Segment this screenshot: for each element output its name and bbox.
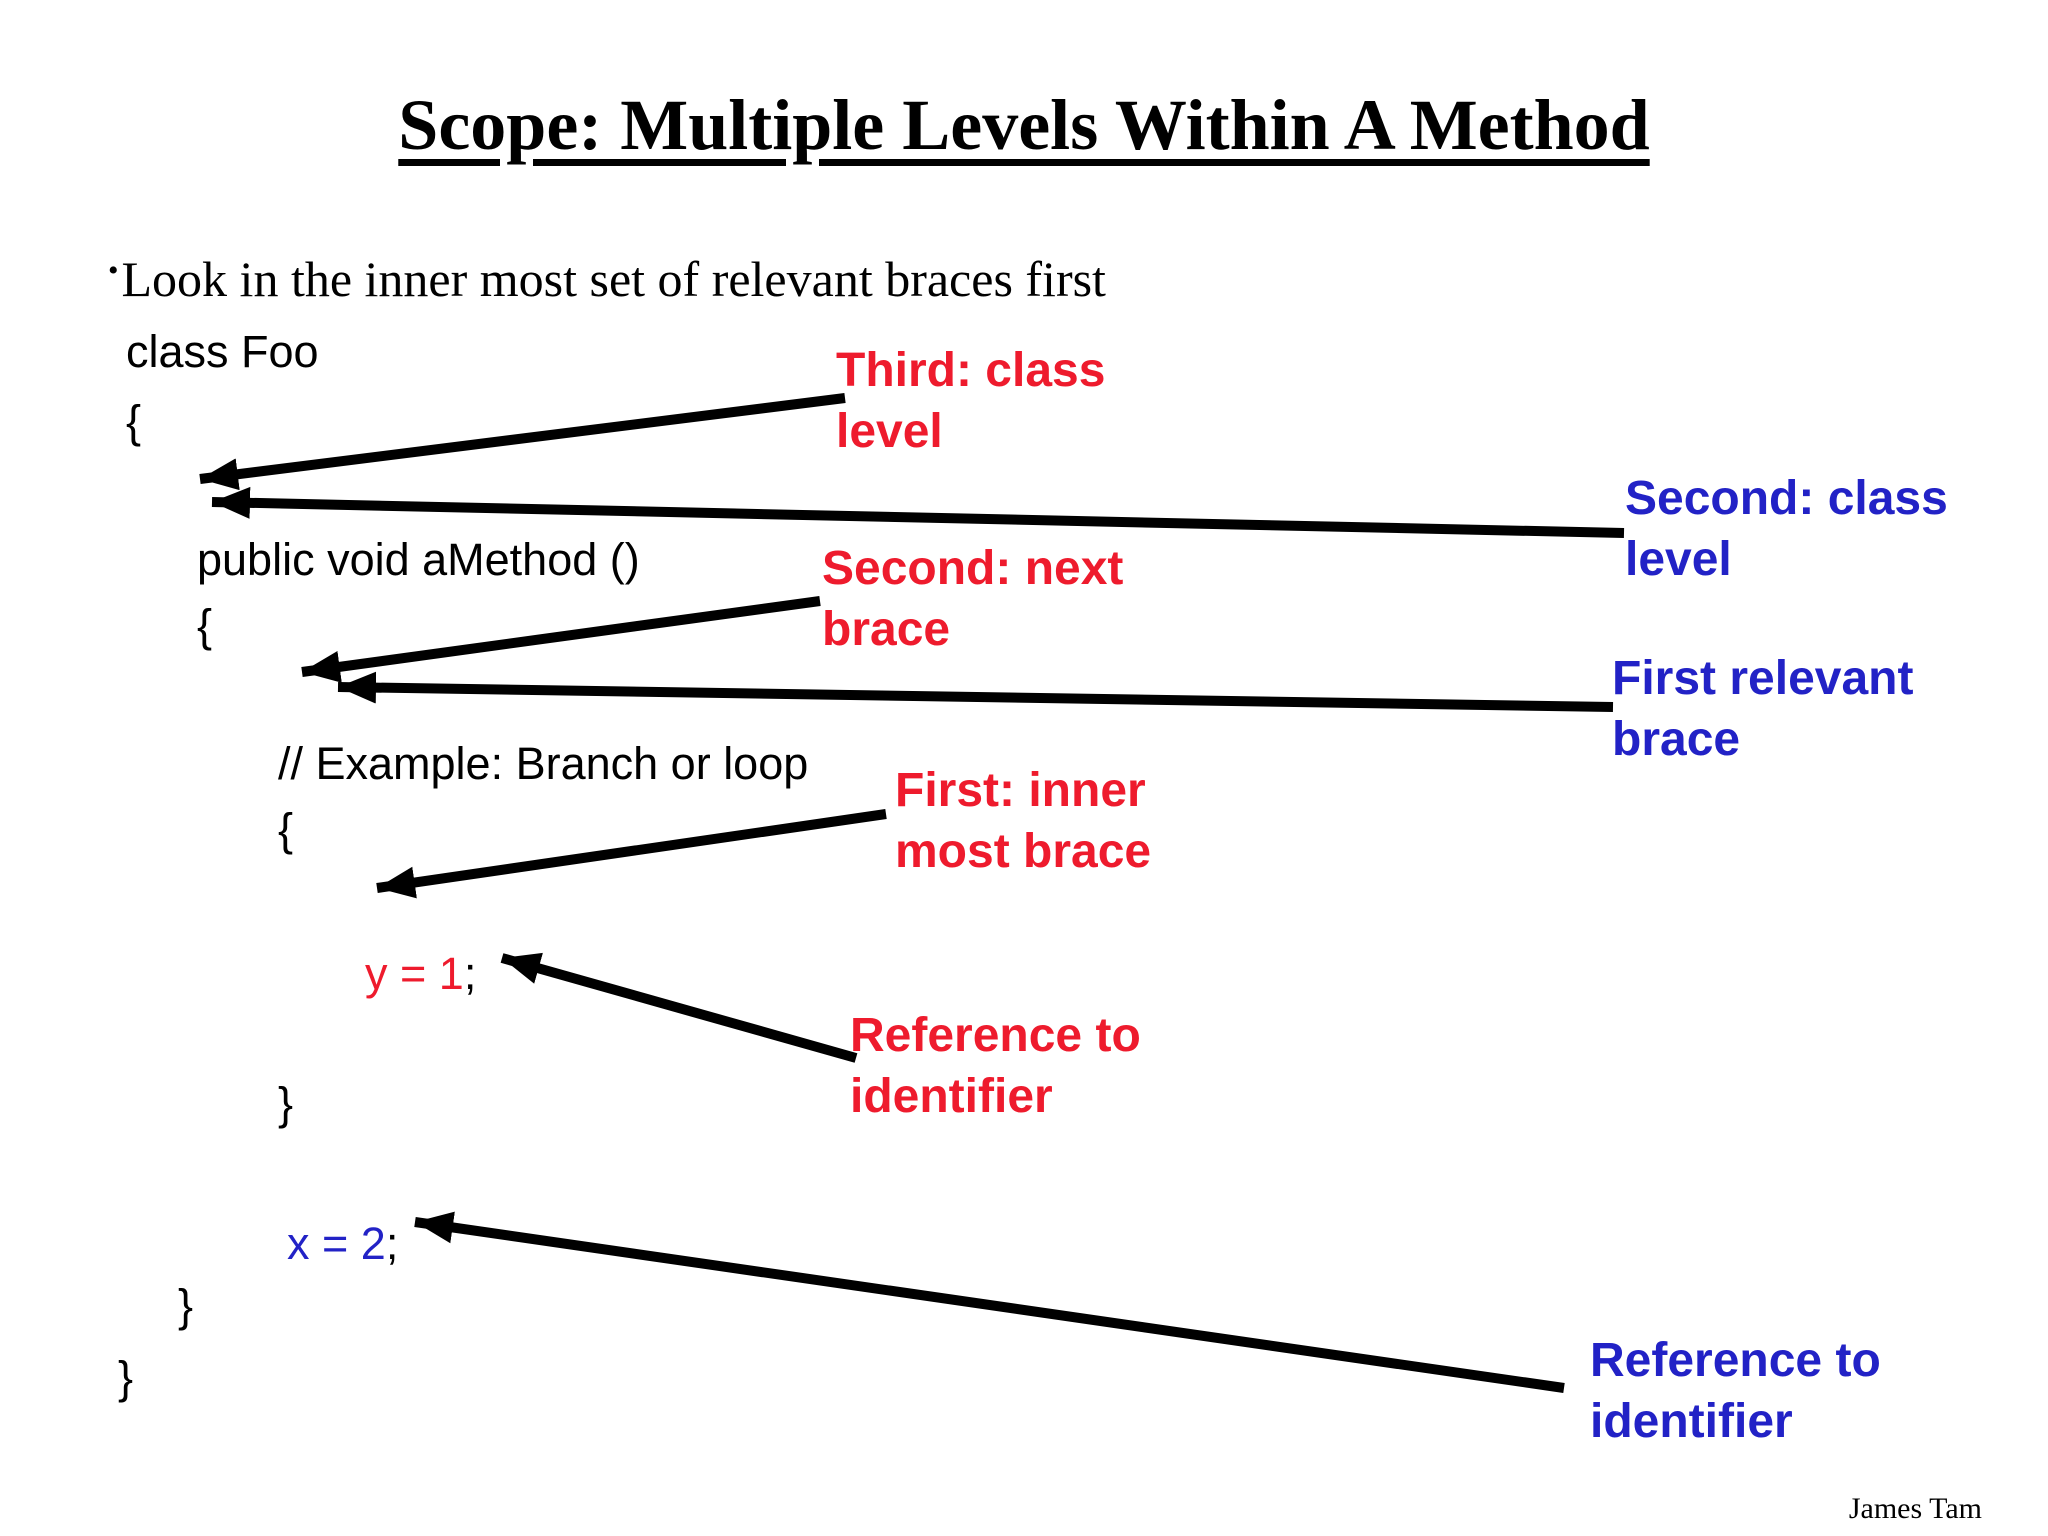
arrow-second-class-to-class-brace — [211, 486, 1625, 538]
bullet-point: •Look in the inner most set of relevant … — [108, 250, 1106, 308]
code-inner-open-brace: { — [278, 804, 294, 855]
annotation-third-class-level: Third: class level — [836, 344, 1106, 458]
arrow-third-to-class-brace — [199, 393, 846, 491]
code-method-open-brace: { — [197, 600, 213, 651]
arrow-reference-to-y-statement — [500, 952, 858, 1063]
slide-title: Scope: Multiple Levels Within A Method — [398, 85, 1650, 165]
code-y-statement: y = 1; — [365, 946, 476, 1002]
code-x-assignment: x = 2 — [287, 1218, 386, 1269]
footer-author: James Tam — [1848, 1492, 1982, 1525]
bullet-text: Look in the inner most set of relevant b… — [121, 251, 1106, 307]
annotation-first-relevant-brace: First relevant brace — [1612, 652, 1914, 766]
code-x-semicolon: ; — [385, 1218, 399, 1269]
code-class-close-brace: } — [118, 1352, 134, 1403]
annotation-reference-to-identifier-x: Reference to identifier — [1590, 1334, 1881, 1448]
code-class-open-brace: { — [126, 396, 142, 447]
arrow-first-inner-to-inner-brace — [376, 809, 887, 899]
annotation-reference-to-identifier-y: Reference to identifier — [850, 1009, 1141, 1123]
code-class-declaration: class Foo — [126, 326, 319, 377]
arrow-reference-to-x-statement — [414, 1211, 1565, 1393]
annotation-second-next-brace: Second: next brace — [822, 542, 1124, 656]
code-comment: // Example: Branch or loop — [278, 738, 809, 789]
code-method-close-brace: } — [178, 1280, 194, 1331]
code-y-assignment: y = 1 — [365, 948, 464, 999]
annotation-second-class-level: Second: class level — [1625, 472, 1948, 586]
code-method-declaration: public void aMethod () — [197, 534, 640, 585]
code-y-semicolon: ; — [463, 948, 477, 999]
arrow-second-next-to-method-brace — [301, 596, 821, 683]
code-x-statement: x = 2; — [287, 1216, 398, 1272]
annotation-first-inner-most-brace: First: inner most brace — [895, 764, 1152, 878]
bullet-icon: • — [108, 254, 119, 287]
arrow-first-relevant-to-method-brace — [337, 671, 1614, 712]
code-inner-close-brace: } — [278, 1078, 294, 1129]
